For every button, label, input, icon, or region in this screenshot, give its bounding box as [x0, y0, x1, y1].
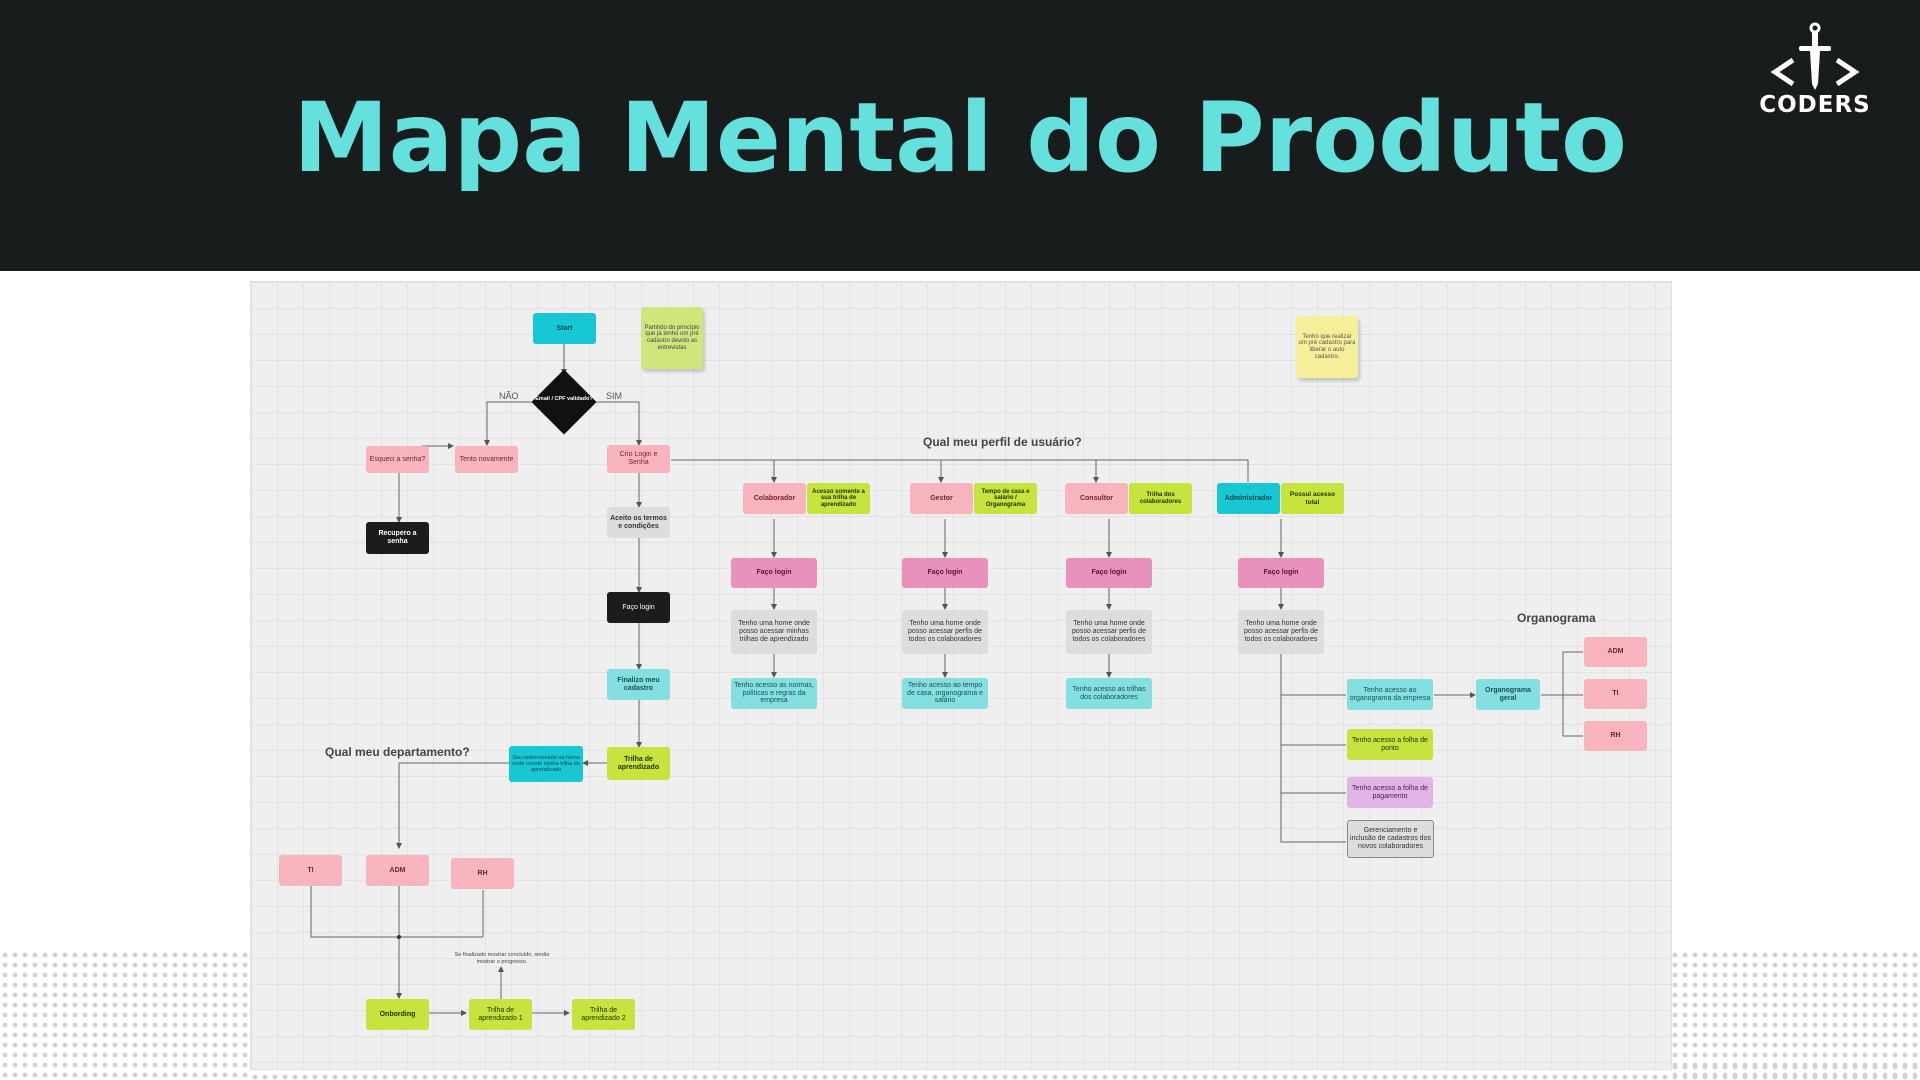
- dept-ti: TI: [279, 855, 342, 886]
- esqueci-senha-node: Esqueci a senha?: [366, 446, 429, 473]
- page-title: Mapa Mental do Produto: [293, 82, 1627, 194]
- question-perfil: Qual meu perfil de usuário?: [923, 435, 1082, 449]
- faco-login-admin: Faço login: [1238, 558, 1324, 588]
- tag-administrador: Possui acesso total: [1281, 483, 1344, 514]
- org-rh: RH: [1584, 721, 1647, 751]
- org-adm: ADM: [1584, 637, 1647, 667]
- aceito-termos-node: Aceito os termos e condições: [607, 507, 670, 538]
- trilha-1-node: Trilha de aprendizado 1: [469, 999, 532, 1030]
- note-partindo: Partindo do princípio que já tenho um pr…: [641, 307, 703, 369]
- org-ti: TI: [1584, 679, 1647, 709]
- sword-code-icon: [1770, 22, 1860, 90]
- onbording-node: Onbording: [366, 999, 429, 1030]
- dept-rh: RH: [451, 858, 514, 889]
- logo-text: CODERS: [1759, 92, 1871, 118]
- faco-login-colaborador: Faço login: [731, 558, 817, 588]
- decision-label: Email / CPF validado?: [535, 396, 593, 402]
- profile-gestor: Gestor: [910, 483, 973, 514]
- yes-label: SIM: [606, 391, 623, 401]
- acesso-tempo-casa: Tenho acesso ao tempo de casa, organogra…: [902, 678, 988, 709]
- connector-lines: [310, 344, 1583, 1016]
- header-bar: Mapa Mental do Produto CODERS: [0, 0, 1920, 271]
- trilha-2-node: Trilha de aprendizado 2: [572, 999, 635, 1030]
- finalizo-cadastro-node: Finalizo meu cadastro: [607, 669, 670, 700]
- tag-gestor: Tempo de casa e salário / Organograma: [974, 483, 1037, 514]
- faco-login-main-node: Faço login: [607, 592, 670, 623]
- note-pre-cadastro: Tenho que realizar um pré cadastro para …: [1296, 316, 1358, 378]
- tento-novamente-node: Tento novamente: [455, 446, 518, 473]
- acesso-trilhas: Tenho acesso as trilhas dos colaboradore…: [1066, 678, 1152, 709]
- home-consultor: Tenho uma home onde posso acessar perfis…: [1066, 610, 1152, 654]
- gerenciamento-cadastros: Gerenciamento e inclusão de cadastros do…: [1347, 820, 1434, 858]
- faco-login-gestor: Faço login: [902, 558, 988, 588]
- redirecionado-node: Sou redirecionado na home onde consto mi…: [509, 746, 583, 782]
- acesso-folha-ponto: Tenho acesso a folha de ponto: [1347, 729, 1433, 760]
- question-departamento: Qual meu departamento?: [325, 745, 470, 759]
- home-gestor: Tenho uma home onde posso acessar perfis…: [902, 610, 988, 654]
- se-finalizado-note: Se finalizado mostrar concluído, senão m…: [454, 952, 550, 965]
- profile-colaborador: Colaborador: [743, 483, 806, 514]
- organograma-geral: Organograma geral: [1476, 679, 1540, 710]
- recupero-senha-node: Recupero a senha: [366, 522, 429, 554]
- profile-consultor: Consultor: [1065, 483, 1128, 514]
- coders-logo: CODERS: [1755, 22, 1875, 122]
- tag-consultor: Trilha dos colaboradores: [1129, 483, 1192, 514]
- dept-adm: ADM: [366, 855, 429, 886]
- profile-administrador: Administrador: [1217, 483, 1280, 514]
- home-colaborador: Tenho uma home onde posso acessar minhas…: [731, 610, 817, 654]
- dot-pattern-right: [1670, 950, 1920, 1080]
- trilha-aprendizado-node: Trilha de aprendizado: [607, 747, 670, 780]
- flowchart-board: Start Email / CPF validado? NÃO SIM Part…: [250, 281, 1672, 1070]
- acesso-normas: Tenho acesso as normas, políticas e regr…: [731, 678, 817, 709]
- start-node: Start: [533, 313, 596, 344]
- dot-pattern-left: [0, 950, 250, 1080]
- home-admin: Tenho uma home onde posso acessar perfis…: [1238, 610, 1324, 654]
- organograma-title: Organograma: [1517, 611, 1596, 625]
- tag-colaborador: Acesso somente a sua trilha de aprendiza…: [807, 483, 870, 514]
- crio-login-node: Crio Login e Senha: [607, 445, 670, 473]
- acesso-folha-pagamento: Tenho acesso a folha de pagamento: [1347, 777, 1433, 808]
- acesso-organograma: Tenho acesso ao organograma da empresa: [1347, 679, 1433, 710]
- no-label: NÃO: [499, 391, 519, 401]
- faco-login-consultor: Faço login: [1066, 558, 1152, 588]
